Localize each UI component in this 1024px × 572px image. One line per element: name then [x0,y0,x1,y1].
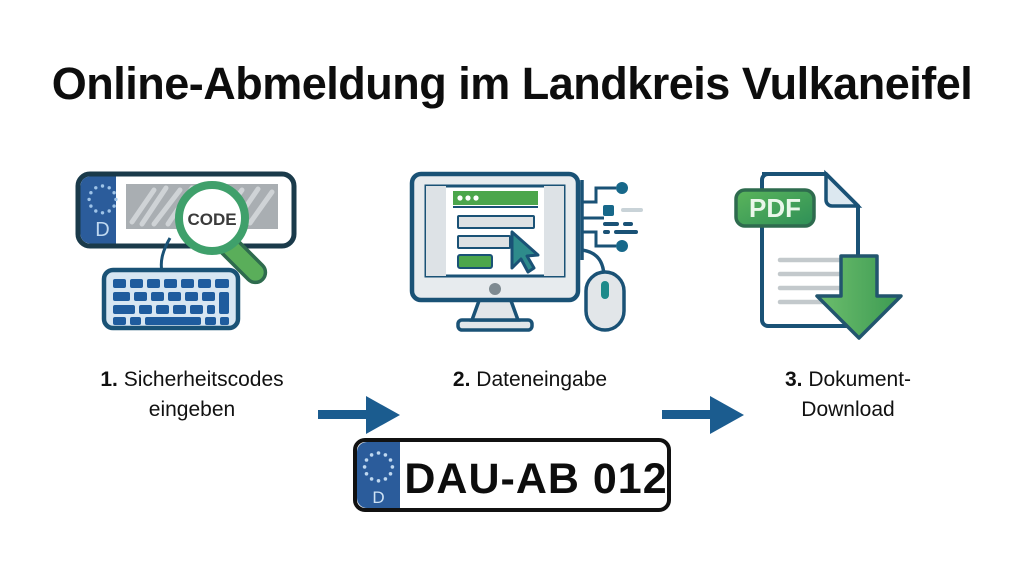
step-1-text: Sicherheitscodes [123,368,284,391]
pdf-badge-label: PDF [749,193,801,223]
arrow-step1-to-step2 [318,392,404,438]
cursor-icon [510,230,540,274]
data-nodes-icon [580,180,643,260]
step-3: PDF 3. Dokument- Download [718,160,978,430]
code-label: CODE [187,210,236,229]
step-1-label: 1. Sicherheitscodes eingeben [62,365,322,425]
form-field-1 [457,215,535,229]
plate-country-code: D [95,219,109,241]
right-arrow-icon [662,396,744,434]
step-3-number: 3. [784,368,803,391]
page-title: Online-Abmeldung im Landkreis Vulkaneife… [51,58,973,109]
step-1-illustration: D [62,160,322,340]
step-2: 2. Dateneingabe [400,160,660,430]
step-2-label: 2. Dateneingabe [400,365,660,395]
step-3-label: 3. Dokument- Download [718,365,978,425]
right-arrow-icon [318,396,400,434]
plate-country-code: D [372,488,384,507]
step-3-text-line2: Download [801,398,895,421]
monitor-form-mouse-icon [409,171,643,332]
eu-stars-icon [87,184,118,215]
keyboard-icon [101,267,241,331]
step-1-text-line2: eingeben [148,398,236,421]
step-2-text: Dateneingabe [476,368,608,391]
pdf-badge: PDF [734,188,816,228]
eu-band [357,442,400,508]
monitor-icon [409,171,581,332]
bottom-license-plate: D DAU-AB 012 [352,437,672,513]
step-3-illustration: PDF [718,160,978,340]
pdf-download-icon: PDF [734,169,903,340]
license-plate-icon: D DAU-AB 012 [353,438,671,512]
plate-registration: DAU-AB 012 [404,455,667,503]
steps-row: D [0,160,1024,434]
mouse-icon [584,270,626,332]
download-arrow-icon [815,254,903,340]
eu-stars-icon [362,451,395,483]
magnifier-lens [175,181,249,255]
step-1: D [62,160,322,430]
form-field-2 [457,235,511,249]
step-2-number: 2. [452,368,471,391]
license-plate-magnifier-keyboard-icon: D [75,171,297,331]
step-1-number: 1. [100,368,118,391]
arrow-step2-to-step3 [662,392,748,438]
form-submit-button [457,254,493,269]
step-2-illustration [400,160,660,340]
step-3-text: Dokument- [808,368,912,391]
